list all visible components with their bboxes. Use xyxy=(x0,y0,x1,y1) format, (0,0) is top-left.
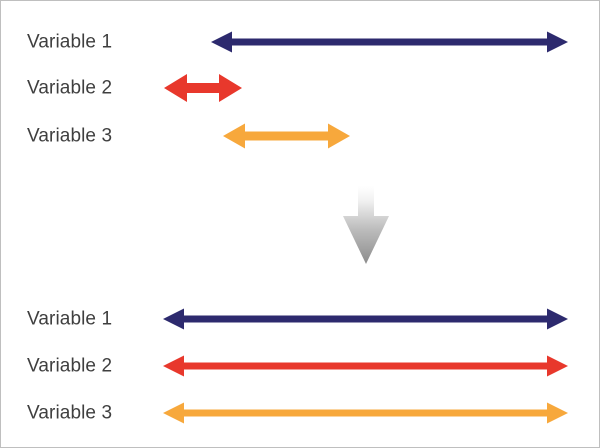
top-row-label-variable-2: Variable 2 xyxy=(27,77,113,99)
top-arrow-variable-3 xyxy=(223,123,350,149)
bottom-arrow-variable-1 xyxy=(163,308,568,330)
top-arrow-variable-1 xyxy=(211,31,568,53)
bottom-row-label-variable-1: Variable 1 xyxy=(27,308,113,330)
bottom-arrow-variable-2 xyxy=(163,355,568,377)
bottom-row-label-variable-3: Variable 3 xyxy=(27,402,113,424)
arrow-shape-navy-top xyxy=(211,31,568,53)
arrow-shape-orange-top xyxy=(223,123,350,149)
top-row-label-variable-3: Variable 3 xyxy=(27,125,113,147)
down-arrow-icon xyxy=(343,186,389,264)
top-row-label-variable-1: Variable 1 xyxy=(27,31,113,53)
arrow-shape-red-bottom xyxy=(163,355,568,377)
arrow-shape-orange-bottom xyxy=(163,402,568,424)
top-arrow-variable-2 xyxy=(164,74,242,102)
bottom-arrow-variable-3 xyxy=(163,402,568,424)
arrow-shape-navy-bottom xyxy=(163,308,568,330)
arrow-shape-red-top xyxy=(164,74,242,102)
bottom-row-label-variable-2: Variable 2 xyxy=(27,355,113,377)
